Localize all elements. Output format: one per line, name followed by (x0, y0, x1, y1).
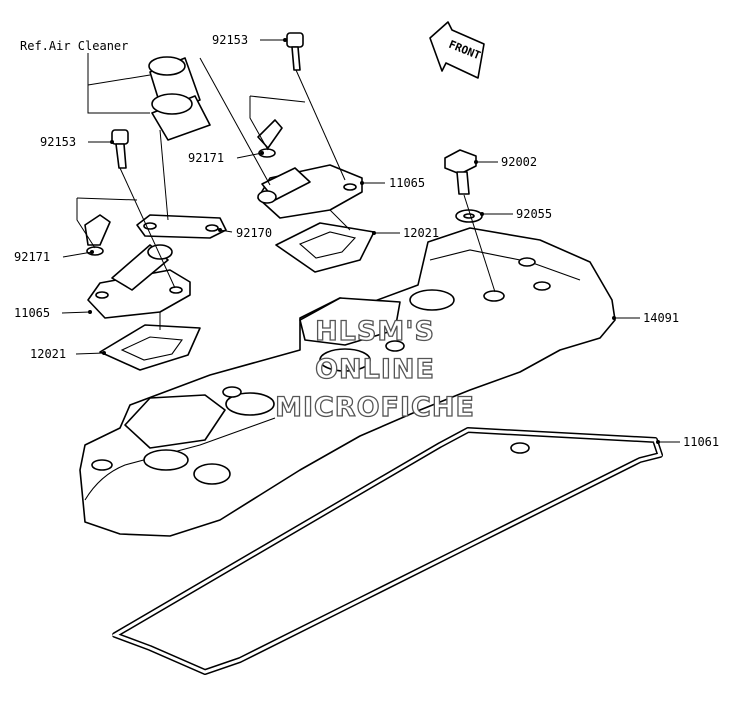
leader-lines (61, 38, 680, 444)
label-12021-left: 12021 (30, 347, 66, 361)
cylinder-head-cover (79, 227, 616, 537)
label-92153-left: 92153 (40, 135, 76, 149)
reed-valve-left (99, 324, 201, 371)
plate-92170 (136, 214, 227, 239)
label-92171-lower: 92171 (14, 250, 50, 264)
label-11065-left: 11065 (14, 306, 50, 320)
label-92171-upper: 92171 (188, 151, 224, 165)
reed-valve-cover-left (87, 244, 191, 319)
label-11065-right: 11065 (389, 176, 425, 190)
reed-valve-right (275, 222, 375, 273)
clamp-92171-lower (84, 214, 111, 256)
head-cover-gasket (111, 427, 663, 675)
watermark-line-3: MICROFICHE (275, 392, 475, 423)
label-14091: 14091 (643, 311, 679, 325)
label-11061: 11061 (683, 435, 719, 449)
bolt-92002 (444, 149, 477, 195)
label-92153-top: 92153 (212, 33, 248, 47)
callout-labels: Ref.Air Cleaner 92153 92153 92171 92171 … (14, 33, 719, 449)
front-arrow: FRONT (429, 21, 485, 79)
label-12021-right: 12021 (403, 226, 439, 240)
watermark-line-2: ONLINE (315, 354, 435, 385)
label-92170: 92170 (236, 226, 272, 240)
ref-air-cleaner-label: Ref.Air Cleaner (20, 39, 128, 53)
reed-valve-cover-right (257, 164, 363, 219)
watermark: HLSM'S ONLINE MICROFICHE (274, 315, 475, 423)
label-92055: 92055 (516, 207, 552, 221)
bolt-92153-top (286, 32, 304, 71)
air-cleaner-hoses (148, 56, 211, 141)
bolt-92153-left (111, 129, 129, 169)
label-92002: 92002 (501, 155, 537, 169)
watermark-line-1: HLSM'S (315, 316, 435, 347)
